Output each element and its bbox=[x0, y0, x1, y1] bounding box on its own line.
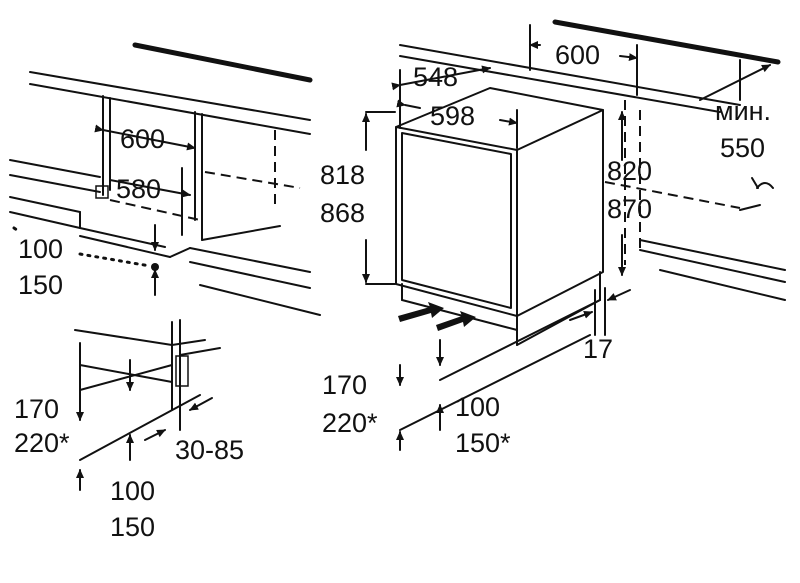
right-countertop-edge bbox=[552, 19, 781, 65]
label-side-17: 17 bbox=[583, 334, 613, 364]
label-height-868: 868 bbox=[320, 198, 365, 228]
label-min-550: 550 bbox=[720, 133, 765, 163]
label-plinth-range: 30-85 bbox=[175, 435, 244, 465]
label-front-100: 100 bbox=[455, 392, 500, 422]
airflow-out-icon bbox=[436, 311, 476, 331]
label-height-818: 818 bbox=[320, 160, 365, 190]
label-min: мин. bbox=[715, 96, 771, 126]
label-front-150: 150* bbox=[455, 428, 511, 458]
label-left-width-600: 600 bbox=[120, 124, 165, 154]
cabinet-niche-view bbox=[9, 42, 321, 316]
appliance-isometric-view bbox=[362, 19, 786, 451]
label-left-offset-100: 100 bbox=[18, 234, 63, 264]
label-depth-548: 548 bbox=[413, 62, 458, 92]
label-niche-820: 820 bbox=[607, 156, 652, 186]
label-niche-870: 870 bbox=[607, 194, 652, 224]
label-plinth-150: 150 bbox=[110, 512, 155, 542]
airflow-in-icon bbox=[398, 302, 444, 322]
label-front-220: 220* bbox=[322, 408, 378, 438]
label-plinth-100: 100 bbox=[110, 476, 155, 506]
label-top-600: 600 bbox=[555, 40, 600, 70]
label-plinth-170: 170 bbox=[14, 394, 59, 424]
label-left-offset-150: 150 bbox=[18, 270, 63, 300]
label-front-170: 170 bbox=[322, 370, 367, 400]
countertop-edge bbox=[132, 42, 313, 83]
label-plinth-220: 220* bbox=[14, 428, 70, 458]
label-left-width-580: 580 bbox=[116, 174, 161, 204]
plinth-detail-view bbox=[74, 319, 221, 491]
label-width-598: 598 bbox=[430, 101, 475, 131]
